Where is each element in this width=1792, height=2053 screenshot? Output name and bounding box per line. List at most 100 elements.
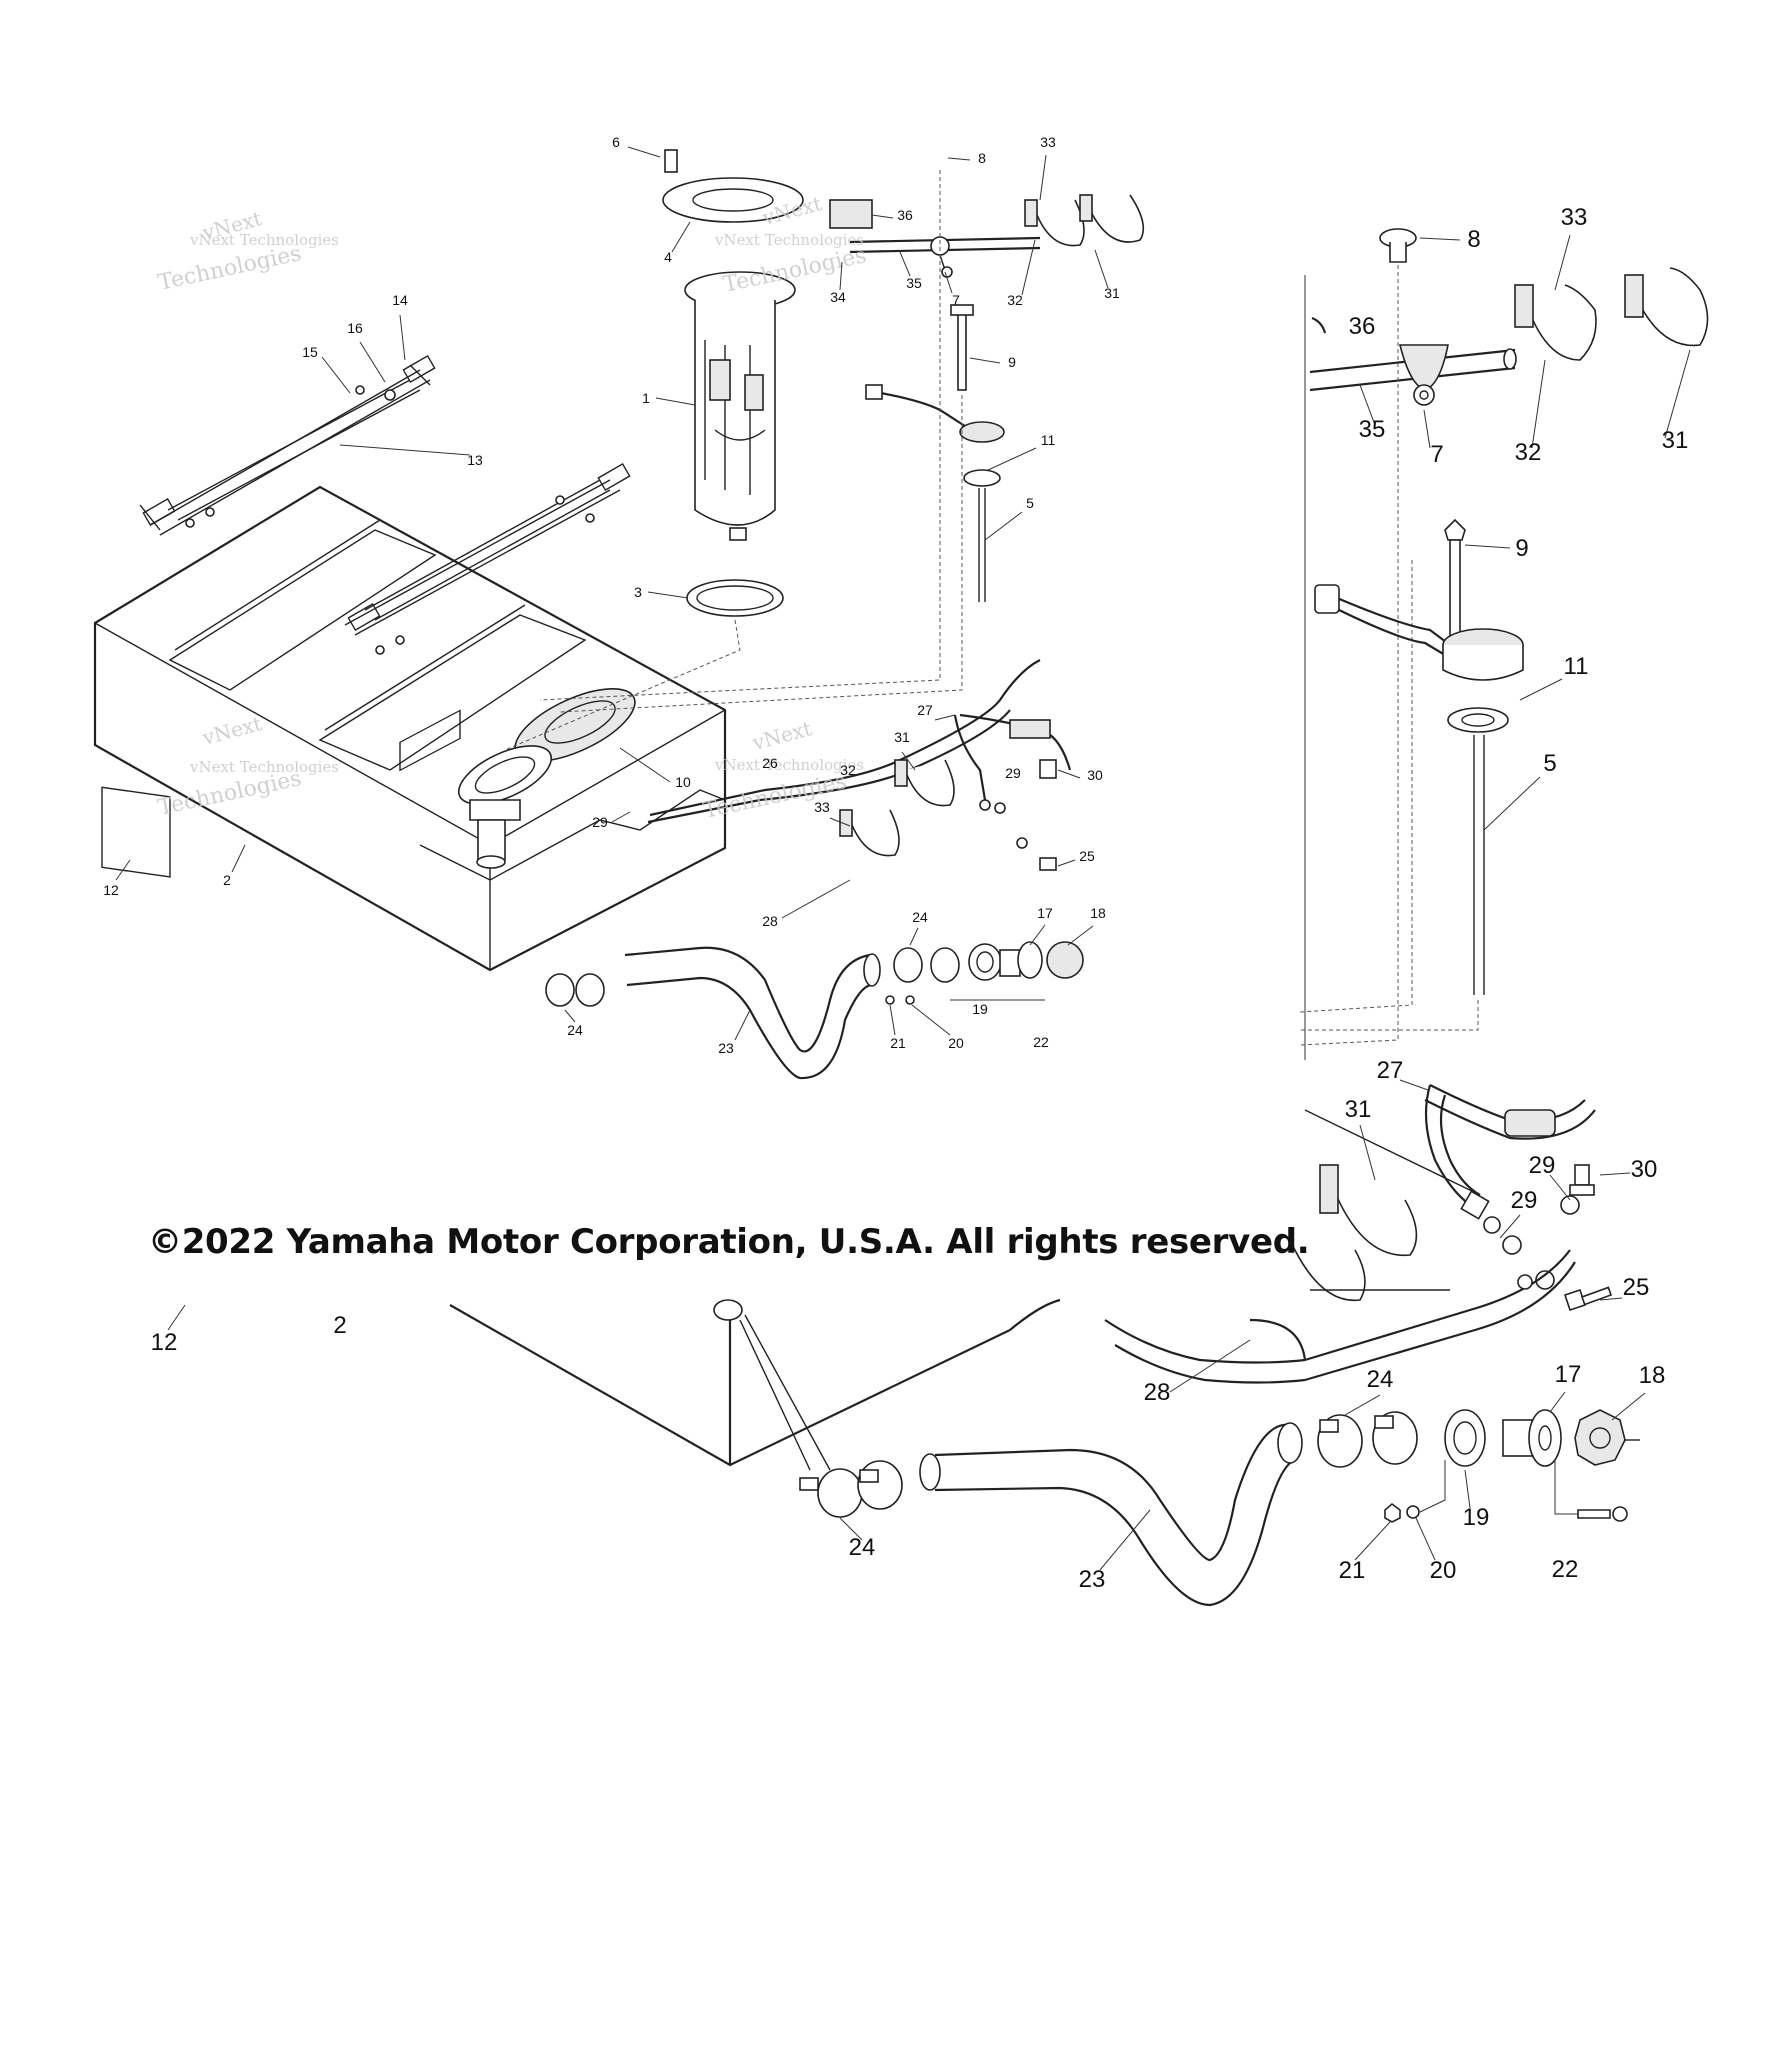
part-number-label: 25: [1079, 848, 1095, 864]
part-number-label: 27: [917, 702, 933, 718]
overview-leaders: [115, 146, 1109, 1041]
svg-text:vNext Technologies: vNext Technologies: [714, 231, 864, 249]
part-number-label: 24: [849, 1534, 876, 1561]
leader-line: [231, 844, 246, 873]
part-number-label: 5: [1026, 495, 1034, 511]
assembly-line: [539, 170, 941, 701]
leader-line: [1599, 1172, 1631, 1176]
part-number-label: 2: [223, 872, 231, 888]
part-number-label: 24: [567, 1022, 583, 1038]
leader-line: [969, 357, 1001, 364]
leader-line: [944, 271, 953, 294]
leader-line: [1354, 1521, 1391, 1561]
leader-line: [611, 811, 631, 823]
part-number-label: 31: [894, 729, 910, 745]
leader-line: [619, 747, 671, 783]
leader-line: [1549, 1391, 1566, 1413]
leader-line: [1499, 1214, 1521, 1239]
label-plate: [101, 786, 171, 878]
tank-straps: [139, 354, 631, 655]
svg-text:Technologies: Technologies: [156, 241, 304, 296]
leader-line: [911, 1004, 951, 1036]
svg-text:vNext: vNext: [199, 711, 264, 750]
leader-line: [399, 314, 406, 361]
part-number-label: 32: [840, 762, 856, 778]
part-number-label: 23: [1079, 1566, 1106, 1593]
part-number-label: 20: [1430, 1557, 1457, 1584]
part-number-label: 21: [890, 1035, 906, 1051]
leader-line: [1599, 1297, 1623, 1301]
part-number-label: 8: [1467, 226, 1480, 253]
leader-line: [1464, 544, 1511, 549]
part-number-label: 25: [1623, 1274, 1650, 1301]
leader-line: [984, 511, 1023, 541]
part-number-label: 29: [1529, 1152, 1556, 1179]
leader-line: [947, 157, 971, 161]
part-number-label: 8: [978, 150, 986, 166]
leader-line: [871, 214, 894, 219]
part-number-label: 19: [972, 1001, 988, 1017]
leader-line: [1464, 1469, 1471, 1509]
leader-line: [1029, 924, 1046, 946]
detail-leaders: [167, 234, 1691, 1571]
leader-line: [1419, 237, 1461, 241]
svg-text:vNext Technologies: vNext Technologies: [714, 756, 864, 774]
part-number-label: 30: [1631, 1156, 1658, 1183]
detail-diagram: [449, 228, 1709, 1607]
leader-line: [671, 221, 691, 253]
part-number-label: 10: [675, 774, 691, 790]
svg-text:vNext: vNext: [749, 716, 814, 755]
leader-line: [167, 1304, 186, 1331]
part-number-label: 9: [1515, 535, 1528, 562]
leader-line: [1549, 1174, 1571, 1201]
part-number-label: 5: [1543, 750, 1556, 777]
part-number-label: 32: [1515, 439, 1542, 466]
hose-clamps-mid: [839, 759, 955, 857]
leader-line: [1531, 359, 1546, 449]
part-number-label: 9: [1008, 354, 1016, 370]
part-number-label: 7: [952, 292, 960, 308]
overview-diagram: [93, 149, 1145, 1080]
leader-line: [627, 146, 661, 158]
fill-hose: [545, 941, 1084, 1080]
part-number-label: 12: [151, 1329, 178, 1356]
part-number-label: 21: [1339, 1557, 1366, 1584]
leader-line: [1423, 409, 1431, 449]
part-number-label: 20: [948, 1035, 964, 1051]
part-number-label: 27: [1377, 1057, 1404, 1084]
leader-line: [734, 1009, 751, 1041]
leader-line: [655, 397, 696, 406]
part-number-label: 36: [1349, 313, 1376, 340]
part-number-label: 29: [592, 814, 608, 830]
leader-line: [839, 1517, 863, 1541]
part-number-label: 31: [1345, 1096, 1372, 1123]
leader-line: [1399, 1079, 1429, 1091]
part-number-label: 15: [302, 344, 318, 360]
part-number-label: 22: [1033, 1034, 1049, 1050]
part-number-label: 34: [830, 289, 846, 305]
part-number-label: 11: [1564, 653, 1589, 680]
part-number-label: 35: [1359, 416, 1386, 443]
leader-line: [781, 879, 851, 919]
leader-line: [1554, 234, 1571, 291]
part-number-label: 4: [664, 249, 672, 265]
svg-text:vNext Technologies: vNext Technologies: [189, 231, 339, 249]
part-number-label: 32: [1007, 292, 1023, 308]
leader-line: [1039, 154, 1047, 201]
part-number-label: 13: [467, 452, 483, 468]
part-number-label: 1: [642, 390, 650, 406]
part-number-label: 16: [347, 320, 363, 336]
leader-line: [829, 817, 851, 827]
part-number-label: 29: [1005, 765, 1021, 781]
part-number-label: 3: [634, 584, 642, 600]
leader-line: [1415, 1517, 1436, 1561]
leader-line: [934, 714, 956, 721]
leader-line: [115, 859, 131, 881]
part-number-label: 33: [814, 799, 830, 815]
part-number-label: 22: [1552, 1556, 1579, 1583]
hose-clamps-top: [1024, 194, 1145, 247]
part-number-label: 28: [762, 913, 778, 929]
leader-line: [987, 447, 1037, 471]
fuel-tank: [93, 485, 727, 972]
